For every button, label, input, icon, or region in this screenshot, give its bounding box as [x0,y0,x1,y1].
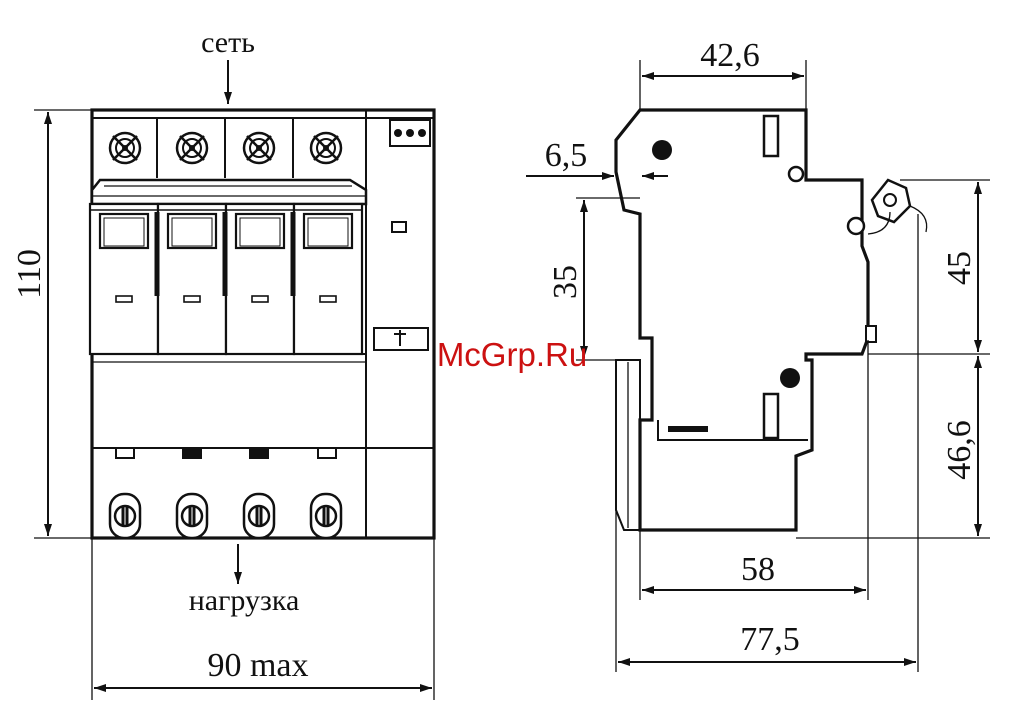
width-dimension: 90 max [92,538,434,700]
lower-depth-dimension: 46,6 [796,356,990,538]
busbar [92,180,366,204]
offset-dimension: 6,5 [526,137,668,176]
total-depth-dimension: 77,5 [616,214,918,672]
height-dim-label: 110 [11,249,48,299]
width-dim-label: 90 max [207,647,308,684]
bottom-terminal-screws [110,494,341,538]
lower-depth-dim-label: 46,6 [941,420,978,480]
total-depth-dim-label: 77,5 [740,621,800,658]
rcd-indicator [374,120,430,350]
body-depth-dim-label: 58 [741,551,775,588]
offset-dim-label: 6,5 [545,137,588,174]
upper-depth-dim-label: 45 [941,251,978,285]
top-width-dimension: 42,6 [640,37,806,110]
front-view: сеть нагрузка 110 90 max [11,26,434,700]
supply-label: сеть [201,26,255,59]
load-label: нагрузка [189,584,300,617]
top-dot [652,140,672,160]
body-depth-dimension: 58 [640,340,868,600]
bottom-tabs [116,448,336,458]
side-profile [616,110,868,530]
supply-arrow: сеть [201,26,255,104]
height-dimension: 110 [11,110,92,538]
rail-dim-label: 35 [547,265,584,299]
load-arrow: нагрузка [189,544,300,617]
bottom-dot [780,368,800,388]
watermark: McGrp.Ru [437,336,587,373]
top-width-dim-label: 42,6 [700,37,760,74]
side-view: 42,6 6,5 35 45 46,6 [526,37,990,672]
pole-levers [90,204,362,354]
